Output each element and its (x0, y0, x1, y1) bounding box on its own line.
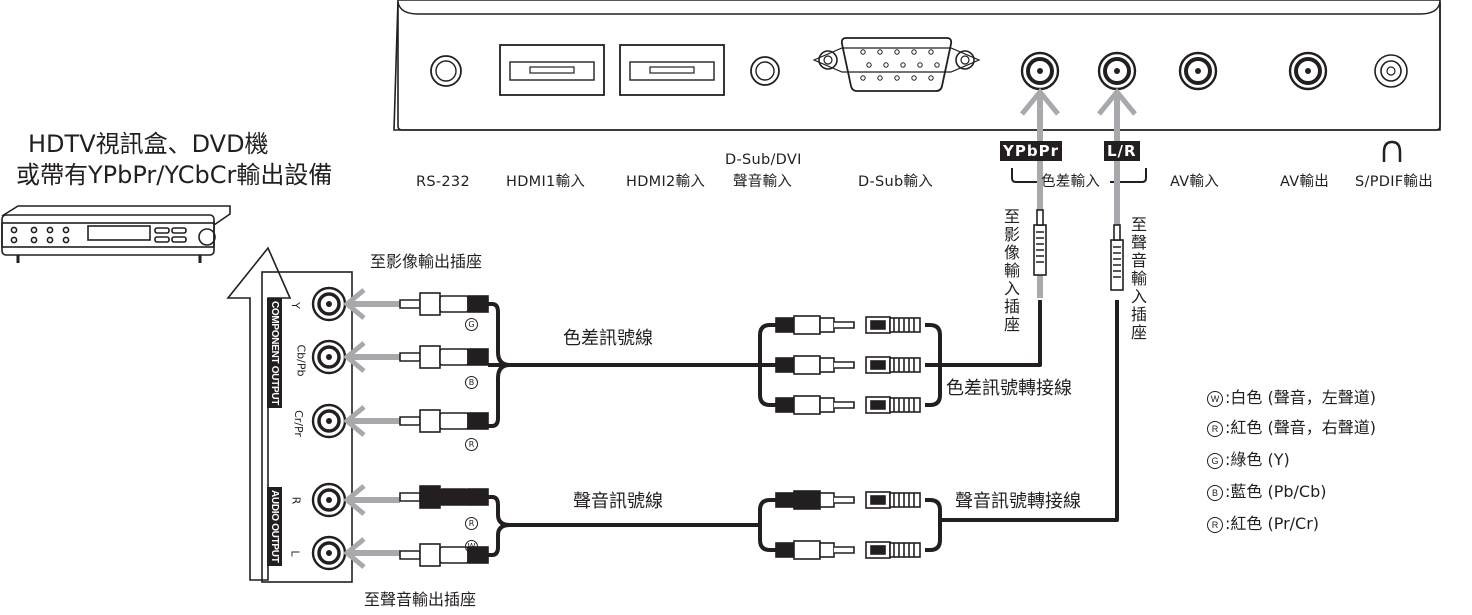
minijack-plugs (1033, 209, 1124, 291)
headphone-icon (1382, 140, 1402, 162)
plug-mark-r-audio: R (465, 513, 478, 530)
label-component-output: COMPONENT OUTPUT (267, 298, 282, 409)
tag-lr: L/R (1104, 141, 1140, 161)
plug-mark-b: B (465, 372, 478, 389)
legend-row: R:紅色 (Pr/Cr) (1207, 510, 1319, 534)
component-adapter-cable (925, 300, 1042, 407)
label-spdif-out: S/PDIF輸出 (1355, 174, 1434, 190)
source-jack-r (311, 482, 347, 518)
component-cable (488, 302, 776, 428)
label-dsub: D-Sub輸入 (858, 174, 934, 190)
tv-rear-panel (393, 0, 1441, 131)
hdmi2-port (619, 44, 725, 96)
av-in-jack (1178, 51, 1218, 91)
jack-label-l: L (288, 550, 302, 557)
av-out-jack (1288, 51, 1328, 91)
jack-label-r: R (289, 496, 303, 505)
hdmi1-port (499, 44, 605, 96)
tag-ypbpr: YPbPr (1000, 141, 1062, 161)
tv-panel-outline (397, 2, 1441, 131)
label-to-audio-in: 至聲音輸入插座 (1130, 215, 1147, 342)
legend-row: G:綠色 (Y) (1207, 446, 1290, 470)
label-to-video-in: 至影像輸入插座 (1003, 207, 1020, 334)
label-av-in: AV輸入 (1170, 174, 1220, 190)
source-jack-cb (311, 339, 347, 375)
plug-mark-r-component: R (465, 434, 478, 451)
jack-label-y: Y (288, 302, 302, 309)
source-jack-l (311, 535, 347, 571)
label-dsub-audio-line2: 聲音輸入 (733, 174, 793, 190)
legend-text: :紅色 (Pr/Cr) (1225, 514, 1320, 533)
legend-key: R (1207, 517, 1223, 533)
legend-row: R:紅色 (聲音，右聲道) (1207, 414, 1376, 438)
plug-mark-g: G (465, 314, 478, 331)
rs232-port (430, 55, 462, 87)
label-dsub-audio-line1: D-Sub/DVI (725, 152, 802, 168)
label-rs232: RS-232 (416, 174, 470, 190)
legend-text: :白色 (聲音，左聲道) (1225, 388, 1376, 407)
label-to-video-out: 至影像輸出插座 (370, 252, 483, 271)
legend-row: B:藍色 (Pb/Cb) (1207, 478, 1327, 502)
label-component-adapter: 色差訊號轉接線 (946, 378, 1072, 399)
label-audio-adapter: 聲音訊號轉接線 (955, 491, 1081, 512)
legend-key: G (1207, 453, 1223, 469)
legend-text: :綠色 (Y) (1225, 450, 1290, 469)
label-av-out: AV輸出 (1280, 174, 1330, 190)
label-component-in: 色差輸入 (1041, 174, 1101, 190)
tv-panel-top (397, 1, 1441, 15)
audio-adapter-cable (925, 300, 1119, 552)
source-device-line1: HDTV視訊盒、DVD機 (28, 130, 269, 158)
label-audio-cable: 聲音訊號線 (573, 491, 663, 512)
dsub-audio-port (750, 56, 780, 86)
plug-mark-w: W (465, 536, 478, 553)
source-device-line2: 或帶有YPbPr/YCbCr輸出設備 (16, 161, 333, 189)
component-in-jack (1020, 51, 1060, 91)
label-component-cable: 色差訊號線 (563, 328, 653, 349)
source-plugs (399, 292, 489, 567)
jack-label-cr: Cr/Pr (291, 410, 305, 437)
label-audio-output: AUDIO OUTPUT (267, 487, 282, 566)
label-to-audio-out: 至聲音輸出插座 (364, 590, 477, 609)
component-bracket (1011, 168, 1147, 183)
source-jack-cr (311, 403, 347, 439)
adapter-sockets (865, 316, 921, 559)
audio-in-jack (1097, 51, 1137, 91)
legend-key: B (1207, 485, 1223, 501)
legend-text: :紅色 (聲音，右聲道) (1225, 418, 1376, 437)
middle-plugs (775, 315, 855, 560)
legend-text: :藍色 (Pb/Cb) (1225, 482, 1327, 501)
signal-arrowheads (343, 88, 1137, 569)
legend-key: R (1207, 421, 1223, 437)
source-jack-y (311, 286, 347, 322)
spdif-jack (1374, 54, 1408, 88)
label-hdmi1: HDMI1輸入 (506, 174, 586, 190)
dvd-player-icon (1, 205, 231, 263)
audio-cable (488, 495, 776, 557)
dsub-port (812, 37, 981, 92)
jack-label-cb: Cb/Pb (294, 344, 308, 377)
label-hdmi2: HDMI2輸入 (626, 174, 706, 190)
legend-key: W (1207, 391, 1223, 407)
legend-row: W:白色 (聲音，左聲道) (1207, 384, 1376, 408)
